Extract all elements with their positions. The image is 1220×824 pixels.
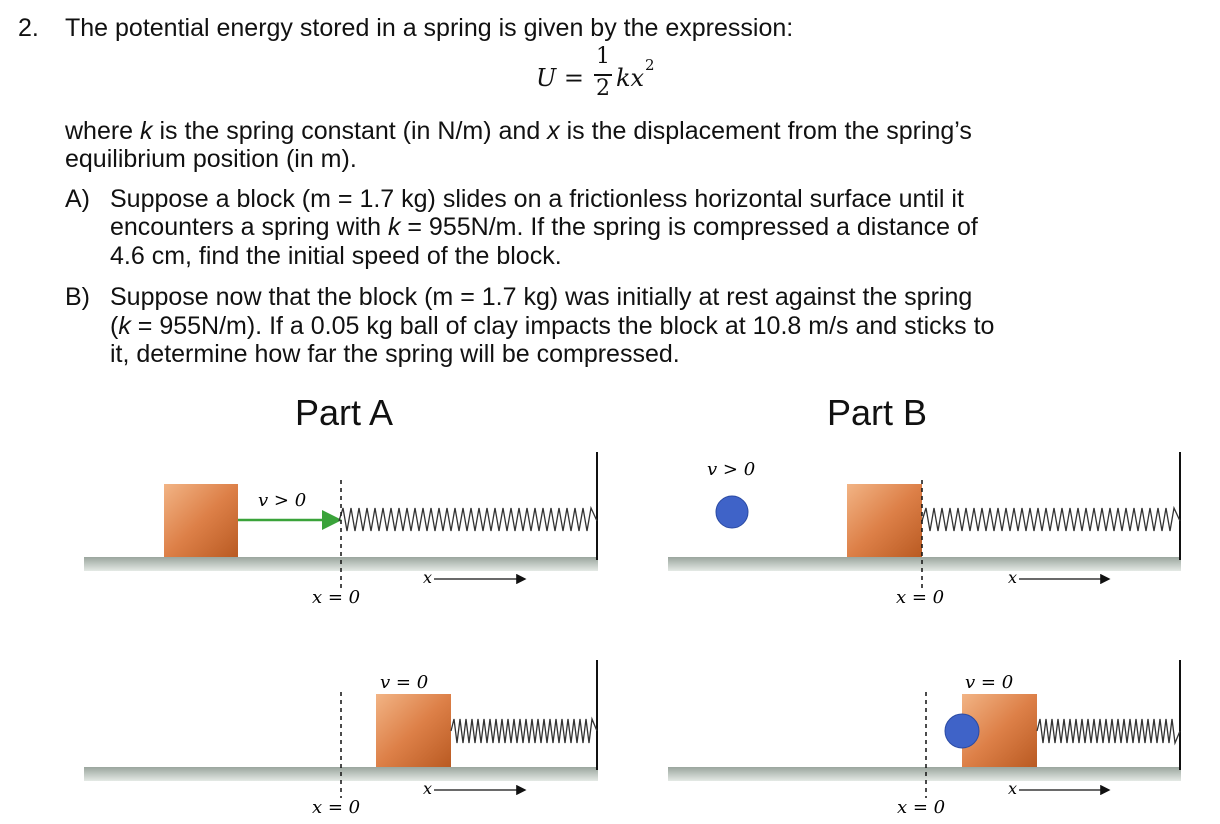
block <box>376 694 451 767</box>
problem-intro: The potential energy stored in a spring … <box>65 14 794 42</box>
ground <box>668 767 1181 781</box>
fraction-bar <box>594 74 612 76</box>
part-a-line-3: 4.6 cm, find the initial speed of the bl… <box>110 242 562 270</box>
velocity-label: v = 0 <box>380 672 428 693</box>
x-axis-label: x <box>1008 779 1017 798</box>
velocity-label: v = 0 <box>965 672 1013 693</box>
clay-ball <box>944 713 980 749</box>
formula-exponent: 2 <box>645 56 655 74</box>
x-axis-label: x <box>423 779 432 798</box>
problem-number: 2. <box>18 14 39 42</box>
x-axis-label: x <box>1008 568 1017 587</box>
part-b-initial-panel: v > 0 x = 0 x <box>668 452 1181 608</box>
block <box>164 484 238 557</box>
where-line-2: equilibrium position (in m). <box>65 145 357 173</box>
part-b-label: B) <box>65 283 90 311</box>
part-a-initial-panel: v > 0 x = 0 x <box>84 452 598 608</box>
spring <box>338 505 598 532</box>
spring <box>450 716 598 744</box>
part-a-compressed-panel: v = 0 x = 0 x <box>84 660 598 818</box>
velocity-label: v > 0 <box>707 459 755 480</box>
x-axis-label: x <box>423 568 432 587</box>
part-a-line-1: Suppose a block (m = 1.7 kg) slides on a… <box>110 185 964 213</box>
part-b-title: Part B <box>827 392 928 433</box>
part-a-title: Part A <box>295 392 394 433</box>
part-a-label: A) <box>65 185 90 213</box>
formula-lhs: U = <box>536 64 584 92</box>
part-a-line-2: encounters a spring with k = 955N/m. If … <box>110 213 978 241</box>
where-line-1: where k is the spring constant (in N/m) … <box>65 117 972 145</box>
formula-rhs: kx <box>616 64 645 92</box>
formula-numerator: 1 <box>596 44 610 69</box>
part-b-line-2: (k = 955N/m). If a 0.05 kg ball of clay … <box>110 312 995 340</box>
spring <box>1036 718 1181 746</box>
formula-denominator: 2 <box>596 76 610 101</box>
x-origin-label: x = 0 <box>312 797 360 818</box>
x-origin-label: x = 0 <box>896 587 944 608</box>
block <box>847 484 922 557</box>
part-b-line-1: Suppose now that the block (m = 1.7 kg) … <box>110 283 973 311</box>
velocity-label: v > 0 <box>258 490 306 511</box>
x-origin-label: x = 0 <box>897 797 945 818</box>
spring <box>921 505 1181 532</box>
x-origin-label: x = 0 <box>312 587 360 608</box>
clay-ball <box>715 495 749 529</box>
ground <box>668 557 1181 571</box>
part-b-compressed-panel: v = 0 x = 0 x <box>668 660 1181 818</box>
part-b-line-3: it, determine how far the spring will be… <box>110 340 680 368</box>
